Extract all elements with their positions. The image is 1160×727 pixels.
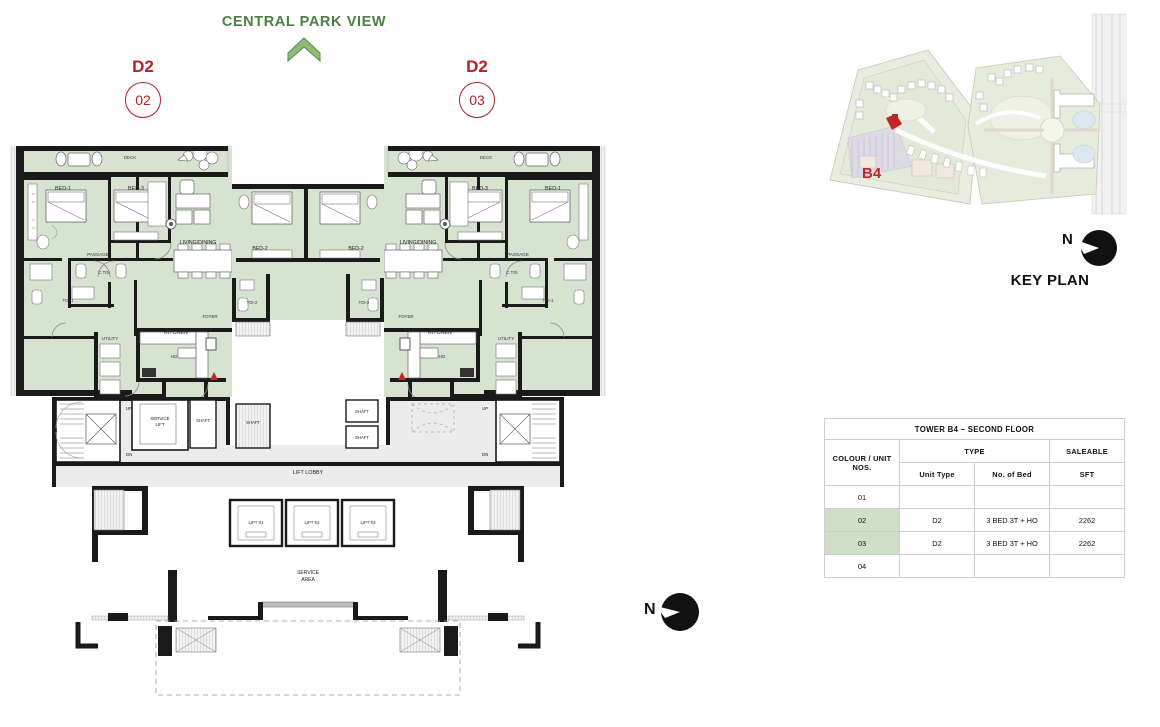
shaft-hatch-right xyxy=(411,403,455,433)
room-label-shaft-3: SHAFT xyxy=(355,409,369,414)
stair-right: UP DN xyxy=(482,399,561,463)
svg-text:AREA: AREA xyxy=(301,577,315,583)
table-title-row: TOWER B4 – SECOND FLOOR xyxy=(824,418,1125,440)
center-bedrooms: BED-2 BED-2 TOI-2 TOI-2 xyxy=(232,184,384,337)
room-label-ho: HO xyxy=(171,354,178,359)
compass-key-plan: N xyxy=(1056,222,1126,270)
header-colour-unit: COLOUR / UNIT NOS. xyxy=(824,439,900,486)
svg-text:TOI-1: TOI-1 xyxy=(543,298,554,303)
row-unit-type: D2 xyxy=(899,531,975,555)
table-header-row-1: COLOUR / UNIT NOS. TYPE SALEABLE xyxy=(824,439,1125,486)
svg-text:DECK: DECK xyxy=(480,155,494,160)
row-sft xyxy=(1049,554,1125,578)
svg-text:BED-1: BED-1 xyxy=(545,186,561,192)
room-label-service-area: SERVICE xyxy=(297,570,320,576)
room-label-shaft-4: SHAFT xyxy=(355,435,369,440)
row-unit-type xyxy=(899,554,975,578)
unit-tag-02-code: D2 xyxy=(132,57,154,76)
stair-label-up-left: UP xyxy=(126,406,132,411)
header-unit-type: Unit Type xyxy=(899,462,975,486)
central-park-view-label: CENTRAL PARK VIEW xyxy=(221,14,387,30)
svg-text:FOYER: FOYER xyxy=(398,314,413,319)
key-plan-title: KEY PLAN xyxy=(1010,272,1090,289)
svg-text:UTILITY: UTILITY xyxy=(498,336,514,341)
table-row: 02 D2 3 BED 3T + HO 2262 xyxy=(824,508,1125,532)
building-core: UP DN UP DN SERVICE LIFT SHAFT SHAFT SHA… xyxy=(52,397,564,583)
svg-text:PASSAGE: PASSAGE xyxy=(507,252,529,257)
row-sft xyxy=(1049,485,1125,509)
row-unit: 03 xyxy=(824,531,900,555)
stair-label-up-right: UP xyxy=(482,406,488,411)
room-label-lift-lobby: LIFT LOBBY xyxy=(293,470,324,476)
room-label-shaft-1: SHAFT xyxy=(196,418,210,423)
room-label-ctoi: C TOI xyxy=(98,270,109,275)
keyplan-parcel-west xyxy=(829,49,979,205)
room-label-passage: PASSAGE xyxy=(87,252,109,257)
room-label-bed2-left: BED-2 xyxy=(252,246,267,252)
floor-plan-drawing: BED-1 BED-3 DECK LIVING/DINING PASSAGE K… xyxy=(8,132,608,712)
row-unit: 04 xyxy=(824,554,900,578)
row-beds: 3 BED 3T + HO xyxy=(974,531,1050,555)
chevron-up-icon xyxy=(286,36,322,63)
row-unit-type: D2 xyxy=(899,508,975,532)
lower-structure xyxy=(75,486,541,696)
svg-text:C TOI: C TOI xyxy=(506,270,517,275)
table-header-row-2: Unit Type No. of Bed SFT xyxy=(825,462,1125,486)
svg-text:KITCHEN: KITCHEN xyxy=(428,330,452,336)
lift-label-01: LIFT 01 xyxy=(248,520,264,525)
room-label-living: LIVING/DINING xyxy=(180,240,217,246)
room-label-deck: DECK xyxy=(124,155,138,160)
header-no-of-bed: No. of Bed xyxy=(974,462,1050,486)
lift-label-03: LIFT 03 xyxy=(360,520,376,525)
room-label-kitchen: KITCHEN xyxy=(164,330,188,336)
room-label-utility: UTILITY xyxy=(102,336,118,341)
keyplan-parcel-park xyxy=(894,55,1101,205)
row-unit: 02 xyxy=(824,508,900,532)
lift-label-02: LIFT 02 xyxy=(304,520,320,525)
svg-text:N: N xyxy=(644,601,656,618)
svg-text:HO: HO xyxy=(439,354,446,359)
table-row: 01 xyxy=(824,485,1125,509)
unit-tag-03-number: 03 xyxy=(459,82,495,118)
header-type: TYPE xyxy=(899,439,1050,463)
stair-label-dn-right: DN xyxy=(482,452,488,457)
row-beds xyxy=(974,485,1050,509)
room-label-toi2-left: TOI-2 xyxy=(247,300,258,305)
key-plan-tower-label: B4 xyxy=(862,165,882,182)
svg-text:LIFT: LIFT xyxy=(155,422,164,427)
keyplan-b4-marker xyxy=(886,114,902,130)
unit-tag-03-code: D2 xyxy=(466,57,488,76)
unit-tag-03: D2 03 xyxy=(442,58,512,118)
svg-text:BED-3: BED-3 xyxy=(472,186,488,192)
table-row: 04 xyxy=(824,554,1125,578)
unit-schedule-table: TOWER B4 – SECOND FLOOR COLOUR / UNIT NO… xyxy=(824,418,1125,578)
unit-tag-02: D2 02 xyxy=(108,58,178,118)
room-label-toi2-right: TOI-2 xyxy=(359,300,370,305)
lift-bank: LIFT 01 LIFT 02 LIFT 03 xyxy=(228,498,396,548)
room-label-foyer: FOYER xyxy=(202,314,217,319)
key-plan-map xyxy=(800,8,1145,308)
svg-text:N: N xyxy=(1062,231,1073,248)
svg-text:LIVING/DINING: LIVING/DINING xyxy=(400,240,437,246)
header-saleable: SALEABLE xyxy=(1049,439,1125,463)
row-beds: 3 BED 3T + HO xyxy=(974,508,1050,532)
row-unit: 01 xyxy=(824,485,900,509)
table-row: 03 D2 3 BED 3T + HO 2262 xyxy=(824,531,1125,555)
compass-floor-plan: N xyxy=(640,588,710,636)
row-sft: 2262 xyxy=(1049,531,1125,555)
row-sft: 2262 xyxy=(1049,508,1125,532)
row-unit-type xyxy=(899,485,975,509)
room-label-service-lift: SERVICE xyxy=(150,416,169,421)
room-label-shaft-2: SHAFT xyxy=(246,420,260,425)
row-beds xyxy=(974,554,1050,578)
room-label-bed1: BED-1 xyxy=(55,186,71,192)
header-sft: SFT xyxy=(1049,462,1125,486)
table-title: TOWER B4 – SECOND FLOOR xyxy=(824,418,1125,440)
stair-label-dn-left: DN xyxy=(126,452,132,457)
stair-left: UP DN xyxy=(55,399,132,463)
unit-tag-02-number: 02 xyxy=(125,82,161,118)
room-label-toi1: TOI-1 xyxy=(63,298,74,303)
room-label-bed3: BED-3 xyxy=(128,186,144,192)
room-label-bed2-right: BED-2 xyxy=(348,246,363,252)
